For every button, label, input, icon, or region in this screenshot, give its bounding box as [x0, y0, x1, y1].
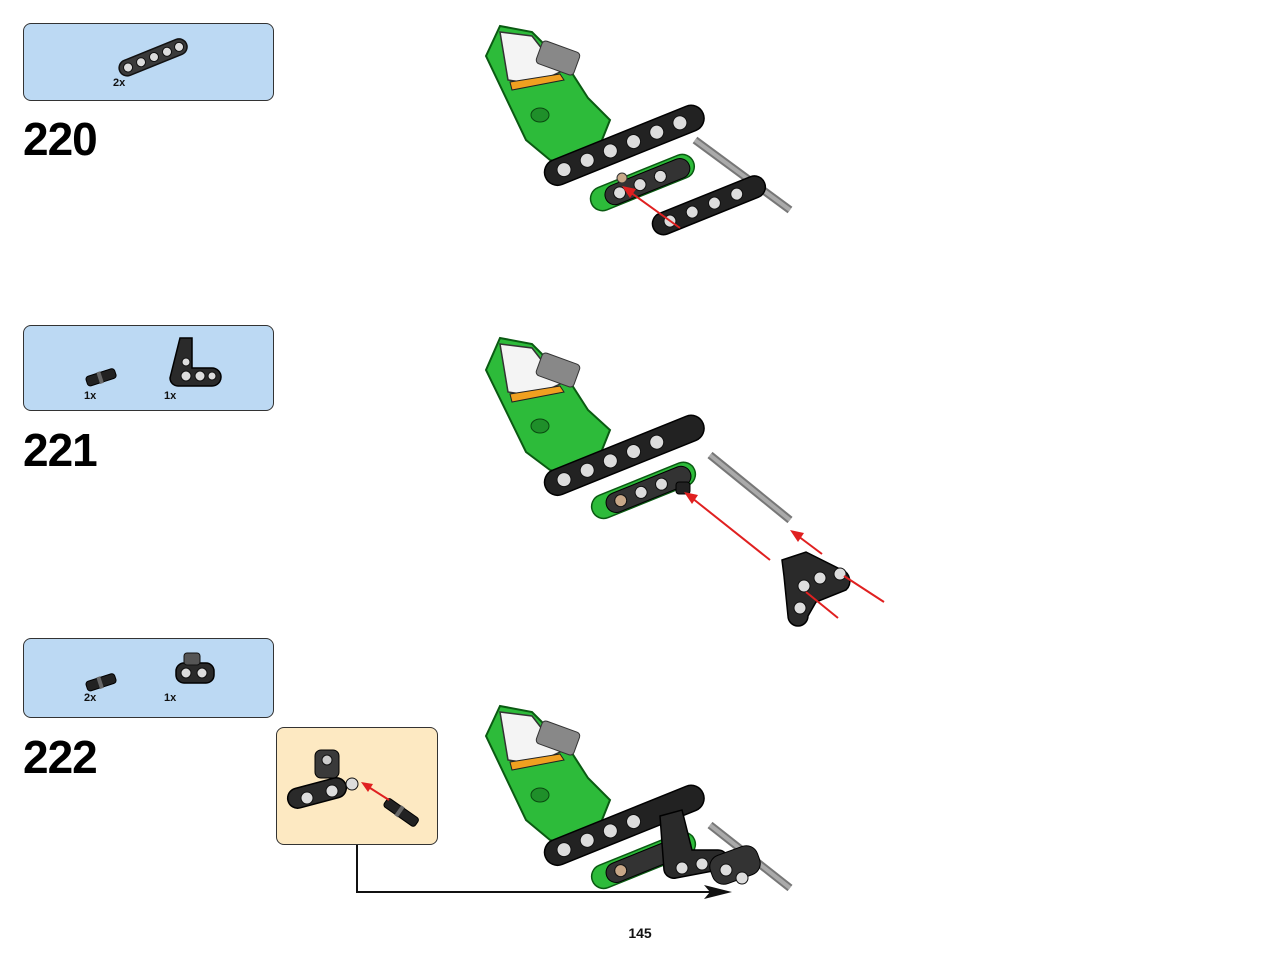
sub-assembly-illustration	[286, 749, 419, 827]
page-number: 145	[628, 925, 652, 941]
parts-callout-221: 1x 1x	[23, 325, 274, 411]
connector-pin-icon	[85, 368, 117, 387]
part-qty: 1x	[84, 390, 97, 402]
model-illustration-221	[484, 336, 885, 627]
part-qty: 1x	[164, 692, 177, 704]
sub-assembly-callout	[276, 727, 438, 845]
step-number-221: 221	[23, 424, 98, 476]
step-number-222: 222	[23, 731, 98, 783]
part-qty: 2x	[84, 692, 97, 704]
step-number-220: 220	[23, 113, 98, 165]
part-qty: 1x	[164, 390, 177, 402]
pin-connector-block-icon	[175, 652, 215, 684]
model-illustration-222	[484, 704, 793, 892]
parts-callout-220: 2x	[23, 23, 274, 101]
beam-5-icon	[118, 38, 188, 77]
angled-beam-icon	[169, 337, 222, 387]
parts-callout-222: 2x 1x	[23, 638, 274, 718]
part-qty: 2x	[113, 77, 126, 89]
connector-pin-icon	[85, 673, 117, 692]
model-illustration-220	[484, 24, 793, 236]
